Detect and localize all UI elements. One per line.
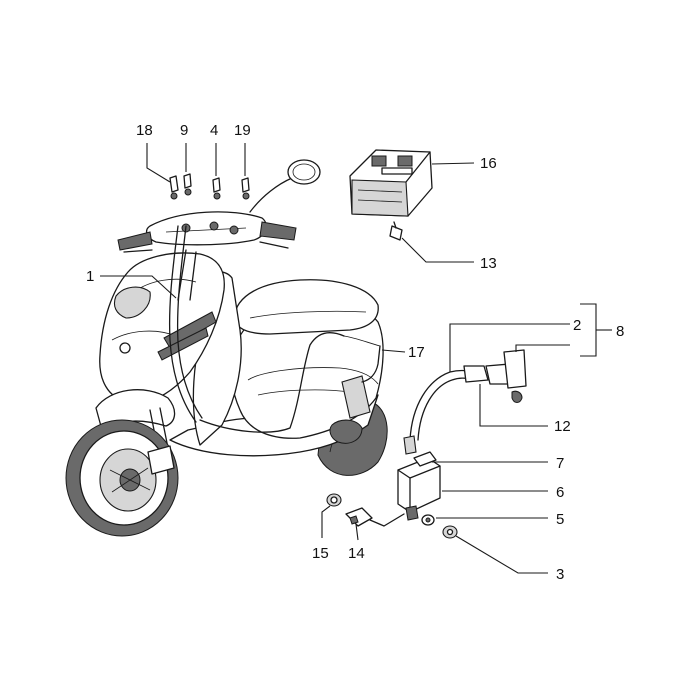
callout-8: 8 [616,323,624,340]
connector-part-14 [345,507,405,527]
callout-3: 3 [556,566,564,583]
callout-5: 5 [556,511,564,528]
nut-part-5 [421,514,435,526]
callout-13: 13 [480,255,497,272]
callout-15: 15 [312,545,329,562]
callout-2: 2 [573,317,581,334]
callout-12: 12 [554,418,571,435]
callout-4: 4 [210,122,218,139]
callout-6: 6 [556,484,564,501]
callout-17: 17 [408,344,425,361]
bulb-part-4 [212,177,221,200]
callout-18: 18 [136,122,153,139]
callout-1: 1 [86,268,94,285]
callout-14: 14 [348,545,365,562]
front-wheel [65,419,179,537]
leader-lines [100,143,612,574]
callout-19: 19 [234,122,251,139]
ht-lead-part-2 [409,349,527,441]
callout-labels: 18 9 4 19 1 16 13 2 8 17 12 7 6 5 3 15 1… [86,122,624,583]
callout-7: 7 [556,455,564,472]
battery-part-16 [349,149,433,217]
callout-9: 9 [180,122,188,139]
scooter-illustration [65,159,388,537]
bulb-part-9 [183,173,192,196]
callout-16: 16 [480,155,497,172]
bolt-part-15 [326,493,342,507]
bulb-part-18 [169,175,179,200]
bulb-part-19 [241,177,250,200]
fuse-part-13 [389,221,403,241]
ignition-coil-part-6 [397,435,441,521]
washer-part-3 [442,525,458,539]
